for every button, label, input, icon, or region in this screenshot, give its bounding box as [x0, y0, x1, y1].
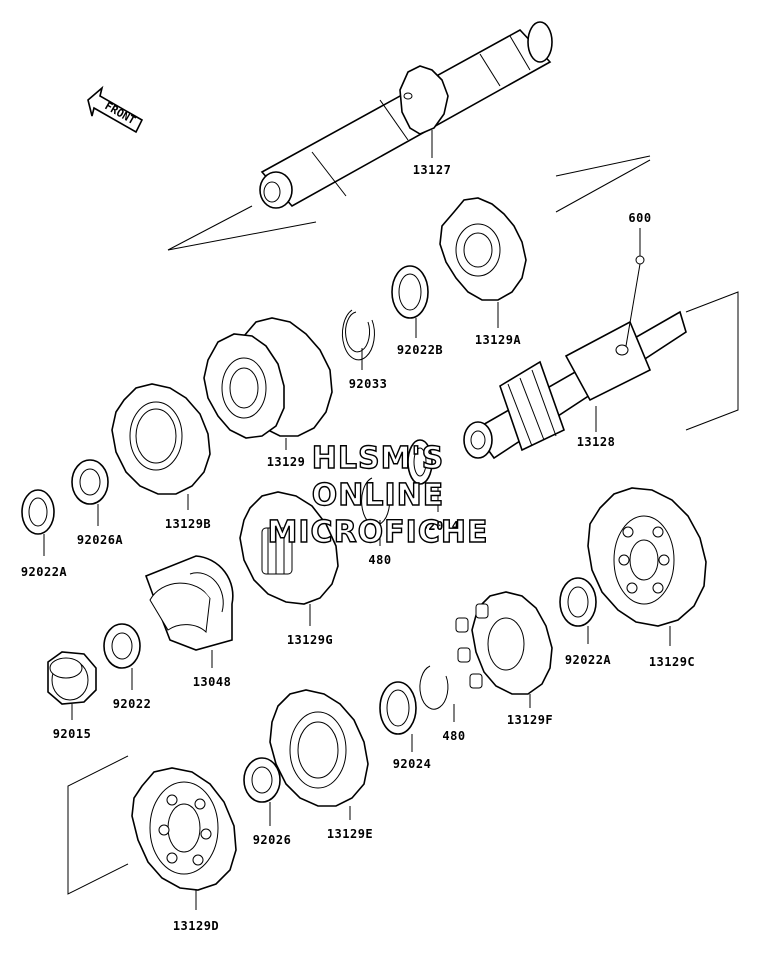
- label-13129B: 13129B: [165, 517, 211, 531]
- gear-13129C[interactable]: [587, 487, 707, 627]
- label-92033: 92033: [349, 377, 388, 391]
- label-13129A: 13129A: [475, 333, 522, 347]
- gear-13129B[interactable]: [111, 383, 211, 495]
- shaft-13127[interactable]: [167, 21, 651, 251]
- label-13128: 13128: [577, 435, 616, 449]
- watermark-line-1: HLSM'S: [312, 441, 444, 476]
- hub-13048[interactable]: [144, 555, 234, 651]
- label-92022A-right: 92022A: [565, 653, 612, 667]
- label-92026A: 92026A: [77, 533, 124, 547]
- label-92022A-left: 92022A: [21, 565, 68, 579]
- gear-13129A[interactable]: [439, 197, 527, 301]
- label-13048: 13048: [193, 675, 232, 689]
- label-13129G: 13129G: [287, 633, 333, 647]
- label-13129D: 13129D: [173, 919, 219, 933]
- front-arrow-icon: FRONT: [87, 85, 144, 134]
- washer-92026A[interactable]: [71, 459, 109, 505]
- label-13129C: 13129C: [649, 655, 695, 669]
- circlip-480-top[interactable]: [361, 477, 391, 526]
- washer-92022[interactable]: [103, 623, 141, 669]
- circlip-480-bottom[interactable]: [419, 665, 449, 710]
- watermark-line-3: MICROFICHE: [268, 515, 489, 550]
- label-92026: 92026: [253, 833, 292, 847]
- washer-92022B[interactable]: [391, 265, 429, 319]
- gear-13129G[interactable]: [239, 491, 339, 605]
- watermark: HLSM'S ONLINE MICROFICHE: [267, 440, 489, 550]
- label-480-bottom: 480: [442, 729, 465, 743]
- watermark-line-2: ONLINE: [312, 478, 445, 513]
- circlip-92033[interactable]: [341, 309, 375, 361]
- label-13127: 13127: [413, 163, 452, 177]
- washer-92024-bottom[interactable]: [379, 681, 417, 735]
- washer-92026[interactable]: [243, 757, 281, 803]
- washer-92022A-right[interactable]: [559, 577, 597, 627]
- label-480-top: 480: [368, 553, 391, 567]
- label-13129E: 13129E: [327, 827, 373, 841]
- label-92024-top: 92024: [421, 519, 460, 533]
- label-600: 600: [628, 211, 651, 225]
- label-13129F: 13129F: [507, 713, 553, 727]
- washer-92024-top[interactable]: [407, 439, 433, 485]
- shaft-13128[interactable]: [463, 291, 739, 460]
- gear-13129E[interactable]: [269, 689, 369, 807]
- label-13129: 13129: [267, 455, 306, 469]
- label-92022: 92022: [113, 697, 152, 711]
- part-600[interactable]: [625, 255, 645, 347]
- label-92015: 92015: [53, 727, 92, 741]
- nut-92015[interactable]: [47, 651, 97, 705]
- label-92024-bottom: 92024: [393, 757, 432, 771]
- gear-13129D[interactable]: [67, 755, 237, 895]
- gear-13129[interactable]: [203, 317, 333, 439]
- washer-92022A-left[interactable]: [21, 489, 55, 535]
- gear-13129F[interactable]: [455, 591, 553, 695]
- label-92022B: 92022B: [397, 343, 443, 357]
